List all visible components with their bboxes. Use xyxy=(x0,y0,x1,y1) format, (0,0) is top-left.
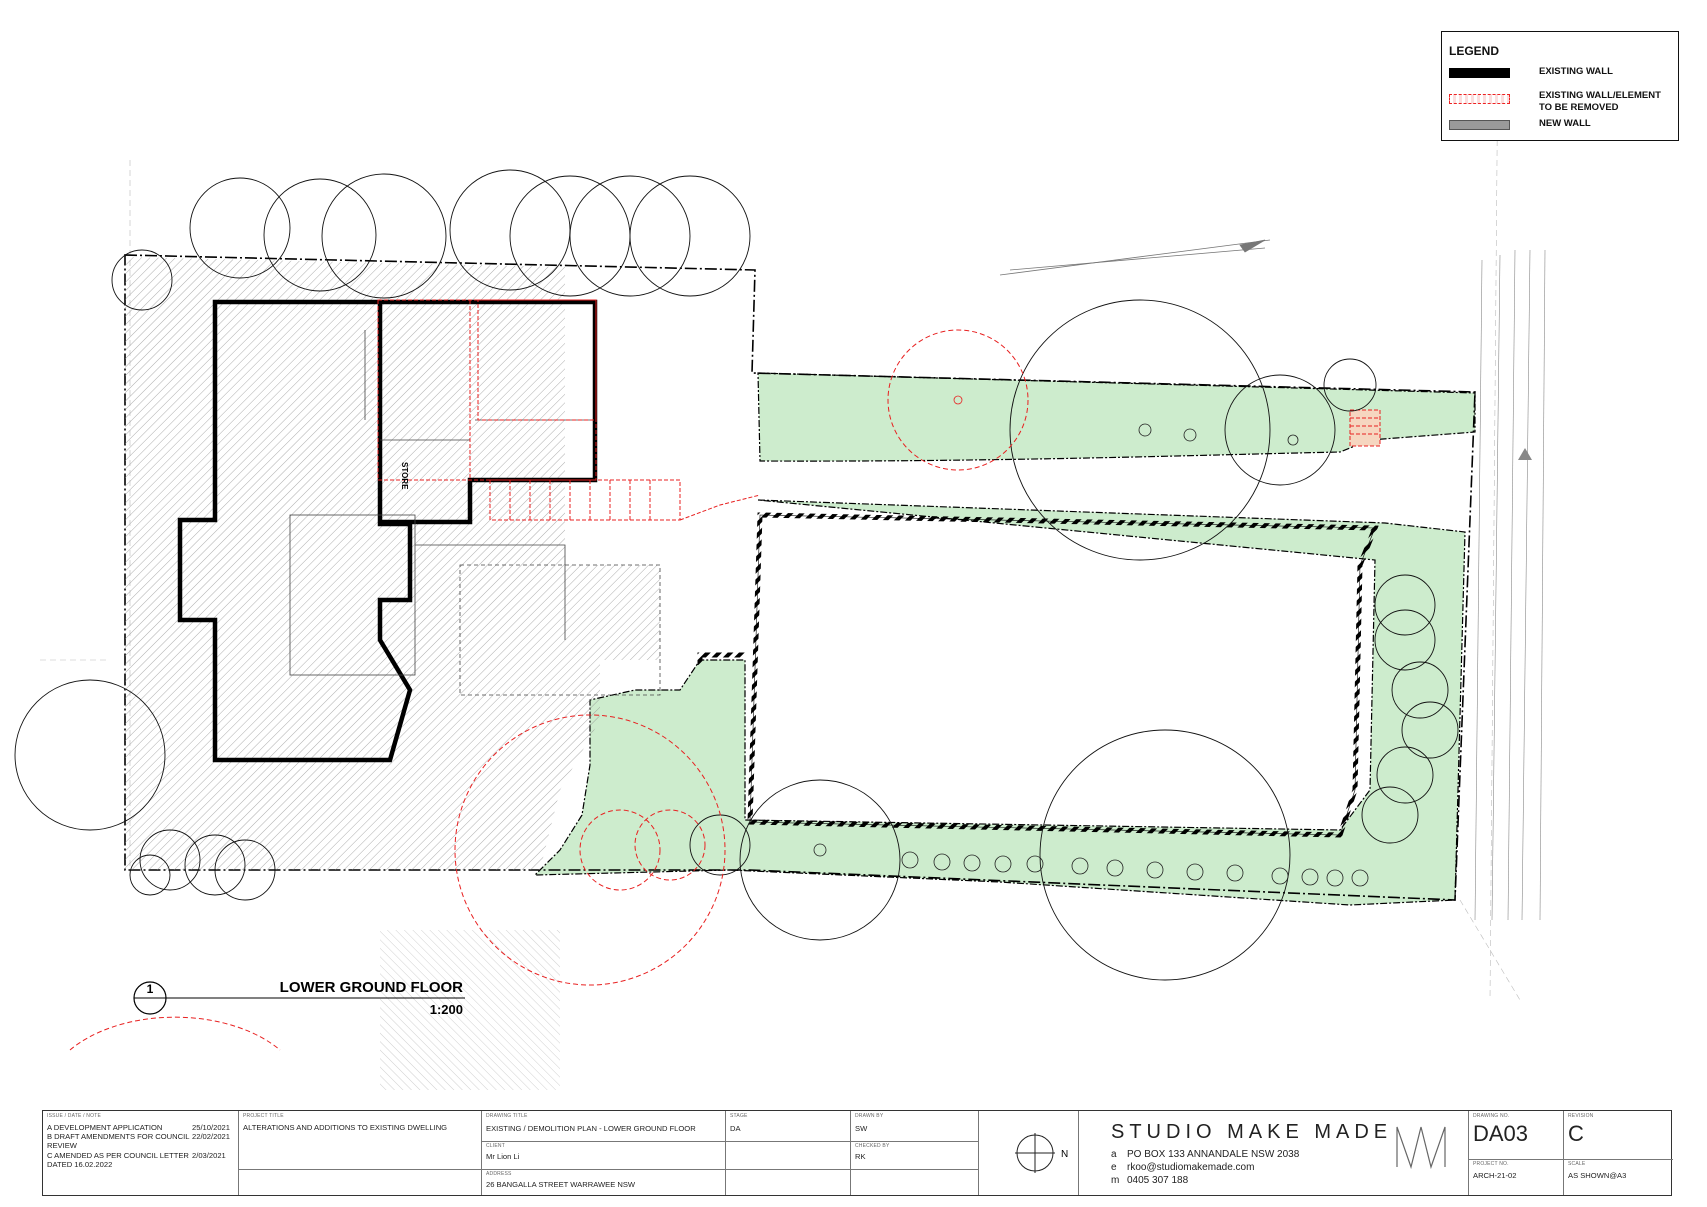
issue-c: C AMENDED AS PER COUNCIL LETTER xyxy=(47,1151,189,1160)
scale-value: AS SHOWN@A3 xyxy=(1568,1171,1627,1180)
demolition-elements xyxy=(377,299,1381,521)
survey-arrow xyxy=(999,239,1271,276)
checked-by: RK xyxy=(855,1152,866,1161)
tree-canopies xyxy=(14,169,1459,981)
drawing-title-cell xyxy=(482,1111,726,1195)
issue-a-date: 25/10/2021 xyxy=(192,1123,231,1132)
store-label: STORE xyxy=(400,462,409,490)
road-lines xyxy=(1474,249,1546,921)
pool-wall xyxy=(697,512,1379,838)
drawing-number: DA03 xyxy=(1473,1121,1529,1146)
issue-c-date: 2/03/2021 xyxy=(192,1151,226,1160)
north-label: N xyxy=(1061,1149,1068,1160)
revision: C xyxy=(1568,1121,1584,1146)
view-title: LOWER GROUND FLOOR xyxy=(280,979,463,996)
stage-value: DA xyxy=(730,1124,741,1133)
studio-logo-icon xyxy=(1396,1126,1446,1170)
drawn-cell xyxy=(851,1111,979,1195)
view-scale: 1:200 xyxy=(430,1002,463,1017)
site-plan-drawing: STORE 1 LOWER GROUND FLOOR 1:200 xyxy=(14,39,1546,1090)
drawing-title: EXISTING / DEMOLITION PLAN - LOWER GROUN… xyxy=(486,1124,696,1133)
view-number: 1 xyxy=(147,982,154,996)
datum-marker xyxy=(1518,448,1532,460)
legend-swatch-red-dashed xyxy=(1449,94,1510,104)
north-arrow-icon: N xyxy=(1015,1133,1068,1173)
legend-label: NEW WALL xyxy=(1539,118,1591,129)
interior-lines xyxy=(289,330,661,696)
stage-cell xyxy=(726,1111,851,1195)
studio-name: STUDIO MAKE MADE xyxy=(1111,1121,1393,1143)
issues-cell xyxy=(43,1111,239,1195)
legend-row-existing-wall: EXISTING WALL xyxy=(1449,66,1673,92)
legend-label: EXISTING WALL/ELEMENT TO BE REMOVED xyxy=(1539,90,1661,113)
legend-label: EXISTING WALL xyxy=(1539,66,1613,77)
studio-cell xyxy=(1079,1111,1469,1195)
north-cell xyxy=(979,1111,1079,1195)
legend-row-removed: EXISTING WALL/ELEMENT TO BE REMOVED xyxy=(1449,90,1673,116)
legend-title: LEGEND xyxy=(1449,44,1500,58)
legend-swatch-grey xyxy=(1449,120,1510,130)
small-trees xyxy=(813,395,1369,887)
trees-removed xyxy=(69,329,1029,1051)
view-tag: 1 LOWER GROUND FLOOR 1:200 xyxy=(133,979,465,1017)
legend-row-new-wall: NEW WALL xyxy=(1449,118,1673,146)
drawn-by: SW xyxy=(855,1124,868,1133)
issue-c-cont: DATED 16.02.2022 xyxy=(47,1160,113,1169)
drawing-no-cell xyxy=(1469,1111,1564,1195)
project-number: ARCH-21-02 xyxy=(1473,1171,1517,1180)
legend-panel: LEGEND EXISTING WALL EXISTING WALL/ELEME… xyxy=(1441,31,1679,141)
legend-swatch-black xyxy=(1449,68,1510,78)
client-name: Mr Lion Li xyxy=(486,1152,520,1161)
site-address: 26 BANGALLA STREET WARRAWEE NSW xyxy=(486,1180,636,1189)
existing-house-hatch xyxy=(125,257,660,1090)
issue-a: A DEVELOPMENT APPLICATION xyxy=(47,1123,163,1132)
issue-b-date: 22/02/2021 xyxy=(192,1132,231,1141)
issue-b: B DRAFT AMENDMENTS FOR COUNCIL xyxy=(47,1132,190,1141)
project-title: ALTERATIONS AND ADDITIONS TO EXISTING DW… xyxy=(243,1123,448,1132)
project-title-cell xyxy=(239,1111,482,1195)
issue-b-cont: REVIEW xyxy=(47,1141,77,1150)
title-block: ISSUE / DATE / NOTE A DEVELOPMENT APPLIC… xyxy=(42,1110,1673,1196)
